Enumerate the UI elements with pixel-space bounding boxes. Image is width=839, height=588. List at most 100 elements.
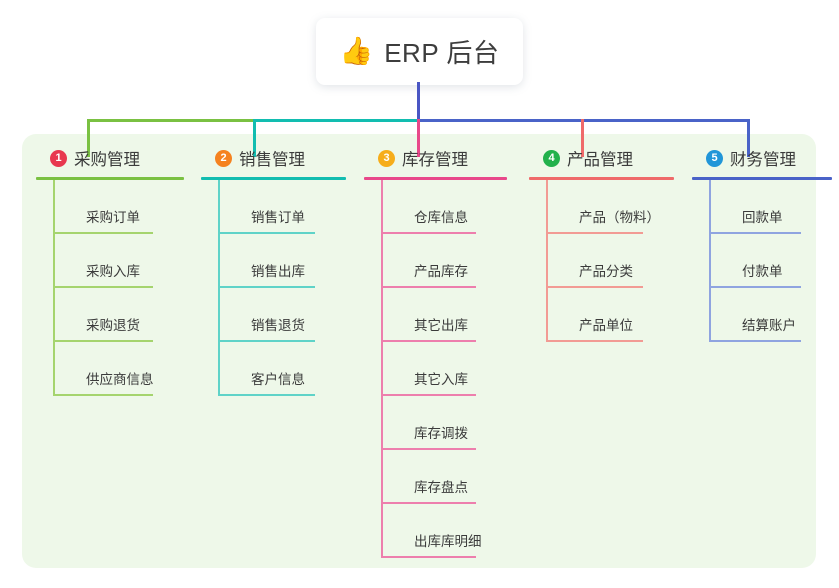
menu-item-underline (218, 340, 315, 342)
menu-item[interactable]: 采购退货 (53, 288, 184, 342)
menu-item-underline (218, 394, 315, 396)
menu-item-label: 回款单 (742, 210, 783, 225)
menu-item[interactable]: 其它入库 (381, 342, 507, 396)
menu-item-label: 销售订单 (251, 210, 305, 225)
column-spine-2 (218, 180, 220, 396)
column-spine-1 (53, 180, 55, 396)
menu-item[interactable]: 采购入库 (53, 234, 184, 288)
root-node-erp-backend[interactable]: 👍 ERP 后台 (316, 18, 523, 85)
menu-item-label: 采购入库 (86, 264, 140, 279)
drop-connector-2 (253, 119, 256, 157)
column-spine-5 (709, 180, 711, 342)
menu-item-underline (709, 232, 801, 234)
bus-segment-sales (253, 119, 418, 122)
diagram-background-panel (22, 134, 816, 568)
menu-item-underline (53, 232, 153, 234)
menu-item-label: 库存盘点 (414, 480, 468, 495)
menu-item[interactable]: 产品单位 (546, 288, 674, 342)
menu-item-underline (381, 448, 476, 450)
menu-item[interactable]: 出库库明细 (381, 504, 507, 558)
menu-item-label: 供应商信息 (86, 372, 154, 387)
menu-item-underline (381, 394, 476, 396)
column-items-1: 采购订单采购入库采购退货供应商信息 (36, 180, 184, 396)
column-spine-3 (381, 180, 383, 558)
menu-item-label: 仓库信息 (414, 210, 468, 225)
menu-item[interactable]: 采购订单 (53, 180, 184, 234)
menu-item[interactable]: 付款单 (709, 234, 832, 288)
menu-item[interactable]: 客户信息 (218, 342, 346, 396)
column-items-3: 仓库信息产品库存其它出库其它入库库存调拨库存盘点出库库明细 (364, 180, 507, 558)
column-badge-4: 4 (543, 149, 560, 167)
column-title-4: 产品管理 (567, 151, 633, 169)
column-items-5: 回款单付款单结算账户 (692, 180, 832, 342)
menu-item-underline (381, 556, 476, 558)
column-items-2: 销售订单销售出库销售退货客户信息 (201, 180, 346, 396)
column-title-1: 采购管理 (74, 151, 140, 169)
menu-item-underline (53, 286, 153, 288)
column-header-5[interactable]: 5 财务管理 (692, 145, 832, 171)
menu-item[interactable]: 销售订单 (218, 180, 346, 234)
drop-connector-1 (87, 119, 90, 157)
menu-item[interactable]: 销售退货 (218, 288, 346, 342)
menu-item-underline (546, 286, 643, 288)
menu-item-underline (709, 340, 801, 342)
column-5: 5 财务管理回款单付款单结算账户 (692, 145, 832, 342)
menu-item-label: 出库库明细 (414, 534, 482, 549)
menu-item-label: 产品单位 (579, 318, 633, 333)
menu-item[interactable]: 产品库存 (381, 234, 507, 288)
menu-item-label: 产品库存 (414, 264, 468, 279)
menu-item[interactable]: 结算账户 (709, 288, 832, 342)
column-items-4: 产品（物料） 产品分类产品单位 (529, 180, 674, 342)
menu-item-underline (381, 502, 476, 504)
menu-item-label: 产品（物料） (579, 210, 660, 225)
column-underline-1 (36, 177, 184, 180)
menu-item[interactable]: 回款单 (709, 180, 832, 234)
menu-item-underline (546, 340, 643, 342)
menu-item-label: 结算账户 (742, 318, 796, 333)
menu-item-label: 客户信息 (251, 372, 305, 387)
menu-item-label: 付款单 (742, 264, 783, 279)
drop-connector-3 (417, 119, 420, 157)
menu-item-underline (709, 286, 801, 288)
drop-connector-5 (747, 119, 750, 157)
menu-item-label: 采购退货 (86, 318, 140, 333)
menu-item-underline (546, 232, 643, 234)
menu-item-label: 销售出库 (251, 264, 305, 279)
root-node-title: ERP 后台 (384, 38, 500, 68)
menu-item-label: 库存调拨 (414, 426, 468, 441)
column-badge-5: 5 (706, 149, 723, 167)
menu-item[interactable]: 产品分类 (546, 234, 674, 288)
menu-item[interactable]: 销售出库 (218, 234, 346, 288)
column-underline-4 (529, 177, 674, 180)
menu-item-label: 其它出库 (414, 318, 468, 333)
menu-item[interactable]: 产品（物料） (546, 180, 674, 234)
menu-item-label: 采购订单 (86, 210, 140, 225)
column-4: 4 产品管理产品（物料） 产品分类产品单位 (529, 145, 674, 342)
column-underline-2 (201, 177, 346, 180)
column-title-5: 财务管理 (730, 151, 796, 169)
menu-item[interactable]: 库存调拨 (381, 396, 507, 450)
menu-item[interactable]: 库存盘点 (381, 450, 507, 504)
menu-item-underline (53, 394, 153, 396)
menu-item[interactable]: 其它出库 (381, 288, 507, 342)
menu-item-underline (218, 286, 315, 288)
menu-item-label: 其它入库 (414, 372, 468, 387)
menu-item-underline (381, 232, 476, 234)
menu-item-underline (381, 286, 476, 288)
column-underline-3 (364, 177, 507, 180)
column-badge-2: 2 (215, 149, 232, 167)
column-header-4[interactable]: 4 产品管理 (529, 145, 674, 171)
menu-item[interactable]: 供应商信息 (53, 342, 184, 396)
menu-item[interactable]: 仓库信息 (381, 180, 507, 234)
column-spine-4 (546, 180, 548, 342)
bus-segment-purchase (87, 119, 254, 122)
column-underline-5 (692, 177, 832, 180)
root-stem-connector (417, 82, 420, 122)
menu-item-underline (53, 340, 153, 342)
